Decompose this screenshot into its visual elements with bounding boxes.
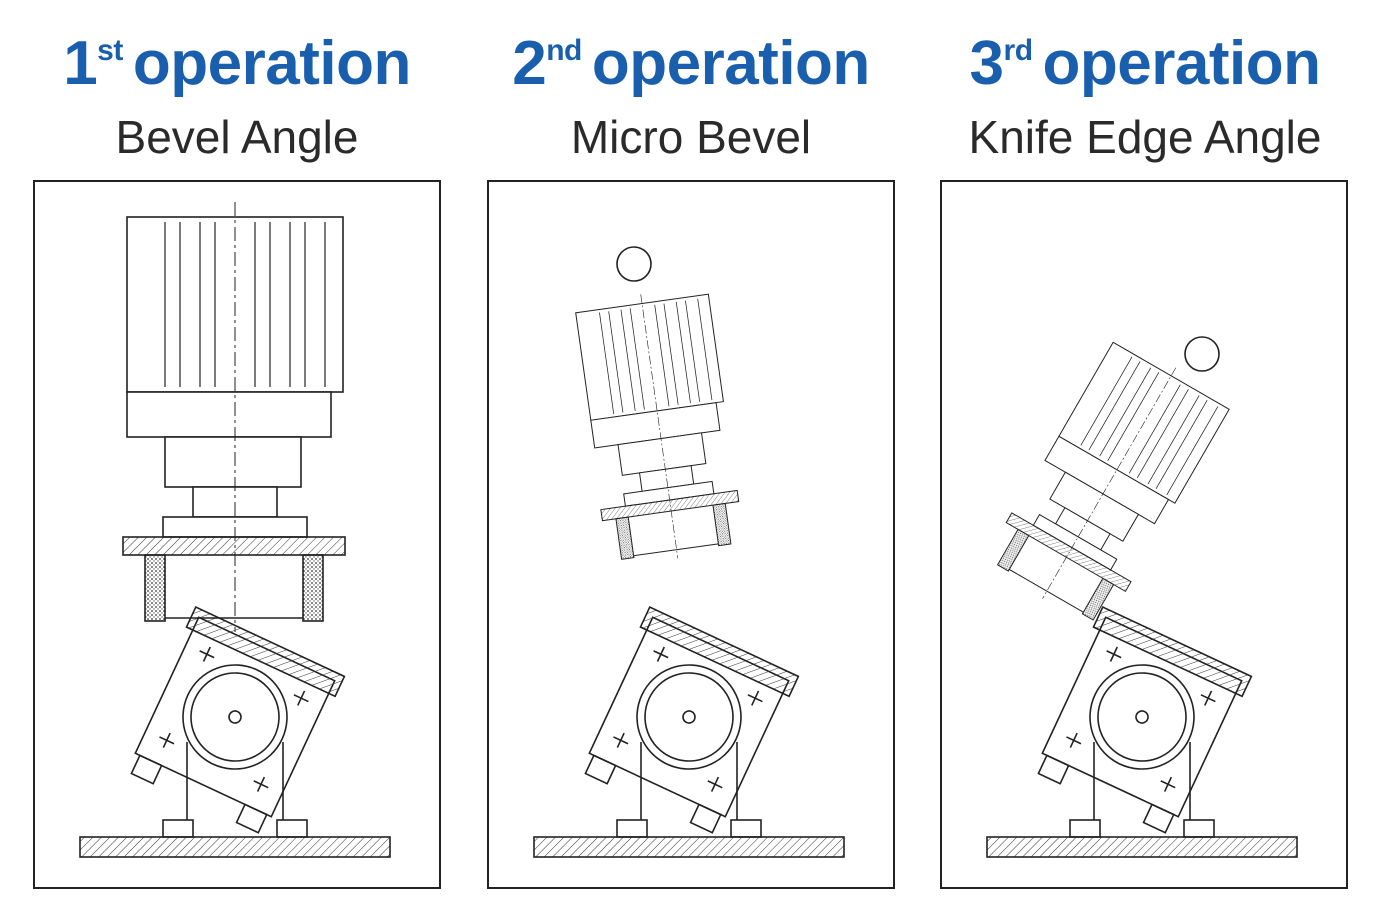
operation-subtitle: Knife Edge Angle xyxy=(968,111,1322,163)
knob-icon xyxy=(616,246,652,282)
diagram-knife-edge-angle xyxy=(940,180,1348,889)
operation-subtitle: Micro Bevel xyxy=(570,111,812,163)
grinding-motor xyxy=(981,332,1236,634)
grinding-motor xyxy=(122,201,346,633)
knob-icon xyxy=(1184,336,1220,372)
grinding-fixture xyxy=(533,606,845,858)
diagram-micro-bevel xyxy=(487,180,895,889)
grinding-fixture xyxy=(79,606,391,858)
grinding-motor xyxy=(571,284,746,569)
diagram-bevel-angle xyxy=(33,180,441,889)
operation-subtitle: Bevel Angle xyxy=(115,111,359,163)
grinding-fixture xyxy=(986,606,1298,858)
